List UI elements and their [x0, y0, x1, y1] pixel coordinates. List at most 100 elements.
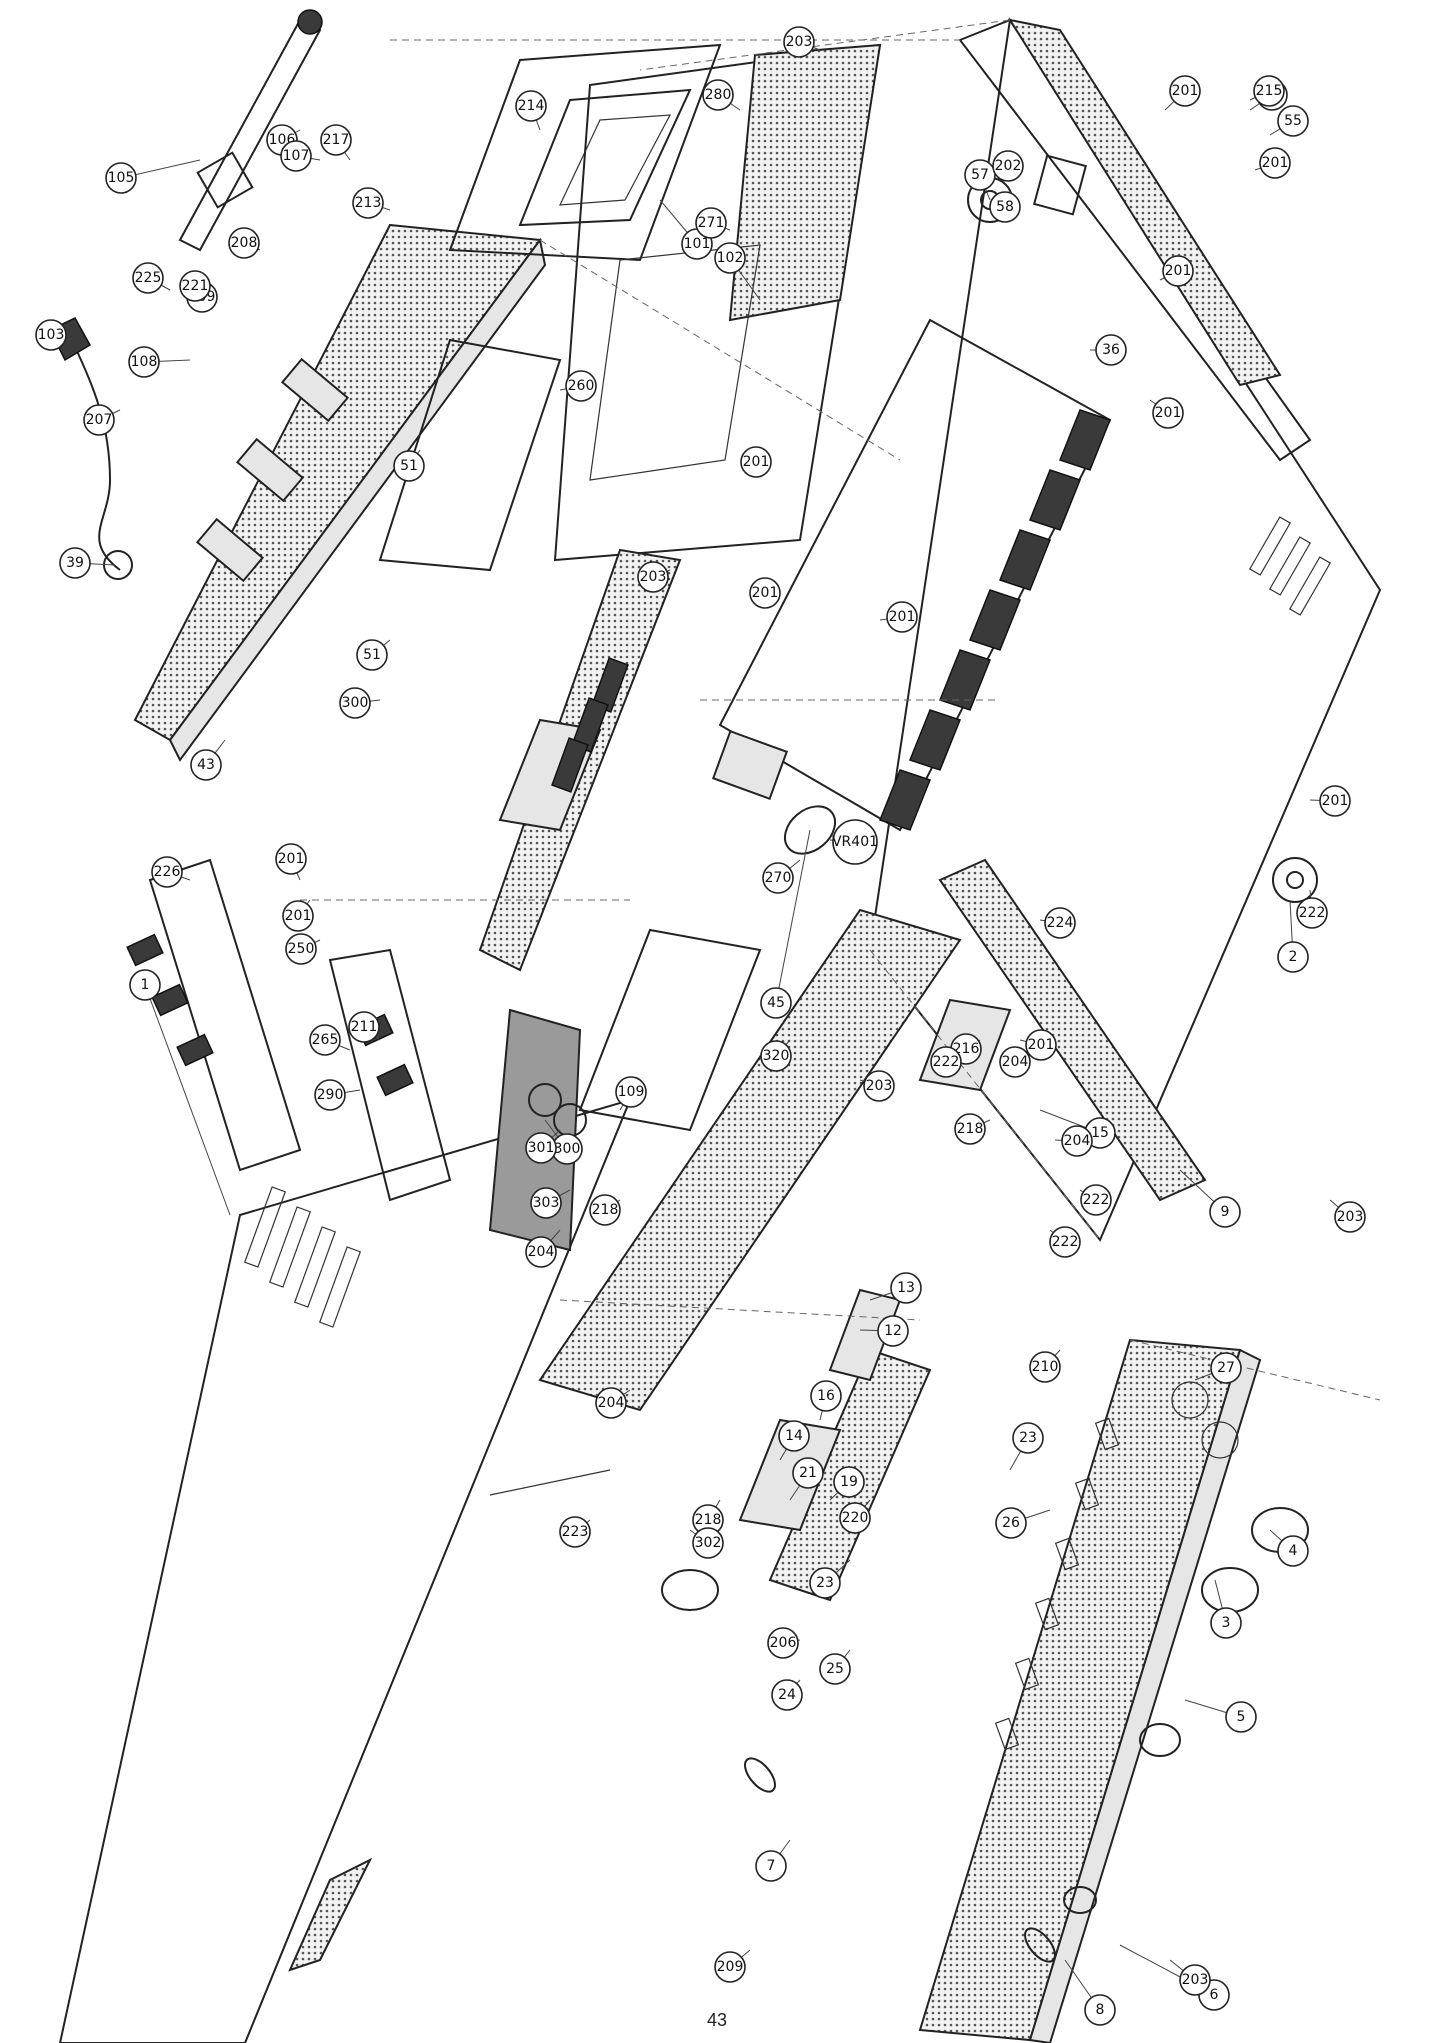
callout-label: 58: [996, 199, 1014, 215]
callout-label: VR401: [832, 834, 878, 850]
callout-circle: [105, 162, 137, 194]
volume-potentiometer: [711, 729, 837, 855]
part-callout-58: 58: [989, 191, 1021, 223]
callout-circle: [1084, 1994, 1116, 2026]
part-callout-109: 109: [615, 1076, 647, 1108]
small-pcb-250: [378, 338, 562, 572]
part-callout-210: 210: [1029, 1351, 1061, 1383]
callout-label: 206: [770, 1635, 797, 1651]
callout-circle: [132, 262, 164, 294]
callout-circle: [992, 150, 1024, 182]
callout-label: 213: [355, 195, 382, 211]
callout-label: 7: [767, 1858, 776, 1874]
callout-label: 320: [763, 1048, 790, 1064]
callout-label: 55: [1284, 113, 1302, 129]
callout-circle: [762, 862, 794, 894]
part-callout-220: 220: [839, 1502, 871, 1534]
part-callout-203: 203: [1179, 1964, 1211, 1996]
callout-circle: [352, 187, 384, 219]
callout-circle: [356, 639, 388, 671]
part-callout-201: 201: [1259, 147, 1291, 179]
callout-circle: [930, 1046, 962, 1078]
callout-circle: [393, 450, 425, 482]
callout-circle: [128, 346, 160, 378]
callout-label: 101: [684, 236, 711, 252]
callout-label: 225: [135, 270, 162, 286]
callout-label: 265: [312, 1032, 339, 1048]
part-callout-271: 271: [695, 207, 727, 239]
leader-line: [144, 984, 231, 1216]
callout-circle: [714, 1951, 746, 1983]
callout-circle: [309, 1024, 341, 1056]
heatsink-fins: [879, 409, 1111, 831]
callout-label: 14: [785, 1428, 803, 1444]
callout-circle: [515, 90, 547, 122]
callout-label: 204: [1064, 1133, 1091, 1149]
callout-label: 105: [108, 170, 135, 186]
callout-circle: [877, 1315, 909, 1347]
callout-circle: [285, 933, 317, 965]
part-callout-108: 108: [128, 346, 160, 378]
part-callout-23: 23: [809, 1567, 841, 1599]
part-callout-201: 201: [1025, 1029, 1057, 1061]
callout-circle: [1162, 255, 1194, 287]
bottom-vent-slots: [1248, 516, 1332, 616]
part-callout-4: 4: [1277, 1535, 1309, 1567]
part-callout-211: 211: [348, 1011, 380, 1043]
callout-label: 201: [889, 609, 916, 625]
callout-circle: [714, 242, 746, 274]
callout-label: 204: [528, 1244, 555, 1260]
part-callout-21: 21: [792, 1457, 824, 1489]
callout-label: 201: [743, 454, 770, 470]
callout-circle: [525, 1132, 557, 1164]
callout-circle: [833, 1466, 865, 1498]
front-panel: [918, 1338, 1262, 2043]
callout-circle: [792, 1457, 824, 1489]
callout-label: 25: [826, 1661, 844, 1677]
part-callout-57: 57: [964, 159, 996, 191]
callout-circle: [740, 446, 772, 478]
callout-label: 215: [1256, 83, 1283, 99]
callout-label: 303: [533, 1195, 560, 1211]
part-callout-207: 207: [83, 404, 115, 436]
callout-label: 8: [1096, 2002, 1105, 2018]
part-callout-55: 55: [1277, 105, 1309, 137]
part-callout-222: 222: [930, 1046, 962, 1078]
callout-circle: [615, 1076, 647, 1108]
callout-label: 201: [285, 908, 312, 924]
callout-label: 203: [866, 1078, 893, 1094]
misc-hardware: [661, 154, 1318, 1611]
callout-label: 19: [840, 1474, 858, 1490]
callout-circle: [637, 561, 669, 593]
part-callout-222: 222: [1049, 1226, 1081, 1258]
callout-circle: [771, 1679, 803, 1711]
part-callout-24: 24: [771, 1679, 803, 1711]
side-rail: [938, 858, 1207, 1202]
part-callout-201: 201: [275, 843, 307, 875]
part-callout-3: 3: [1210, 1607, 1242, 1639]
part-callout-201: 201: [1319, 785, 1351, 817]
power-supply-pcb: [488, 1008, 587, 1252]
power-transformer: [448, 43, 722, 262]
part-callout-45: 45: [760, 987, 792, 1019]
part-callout-204: 204: [1061, 1125, 1093, 1157]
callout-label: 43: [197, 757, 215, 773]
part-callout-201: 201: [1162, 255, 1194, 287]
callout-circle: [1179, 1964, 1211, 1996]
callout-label: 2: [1289, 949, 1298, 965]
callout-label: 218: [592, 1202, 619, 1218]
callout-label: 23: [816, 1575, 834, 1591]
callout-label: 210: [1032, 1359, 1059, 1375]
callout-circle: [819, 1653, 851, 1685]
callout-label: 217: [323, 132, 350, 148]
callout-label: 201: [1172, 83, 1199, 99]
top-rear-rail: [1007, 18, 1282, 387]
part-callout-204: 204: [525, 1236, 557, 1268]
callout-circle: [565, 370, 597, 402]
callout-circle: [760, 987, 792, 1019]
callout-circle: [348, 1011, 380, 1043]
callout-label: 207: [86, 412, 113, 428]
callout-circle: [83, 404, 115, 436]
callout-circle: [964, 159, 996, 191]
heatsink: [718, 318, 1112, 832]
